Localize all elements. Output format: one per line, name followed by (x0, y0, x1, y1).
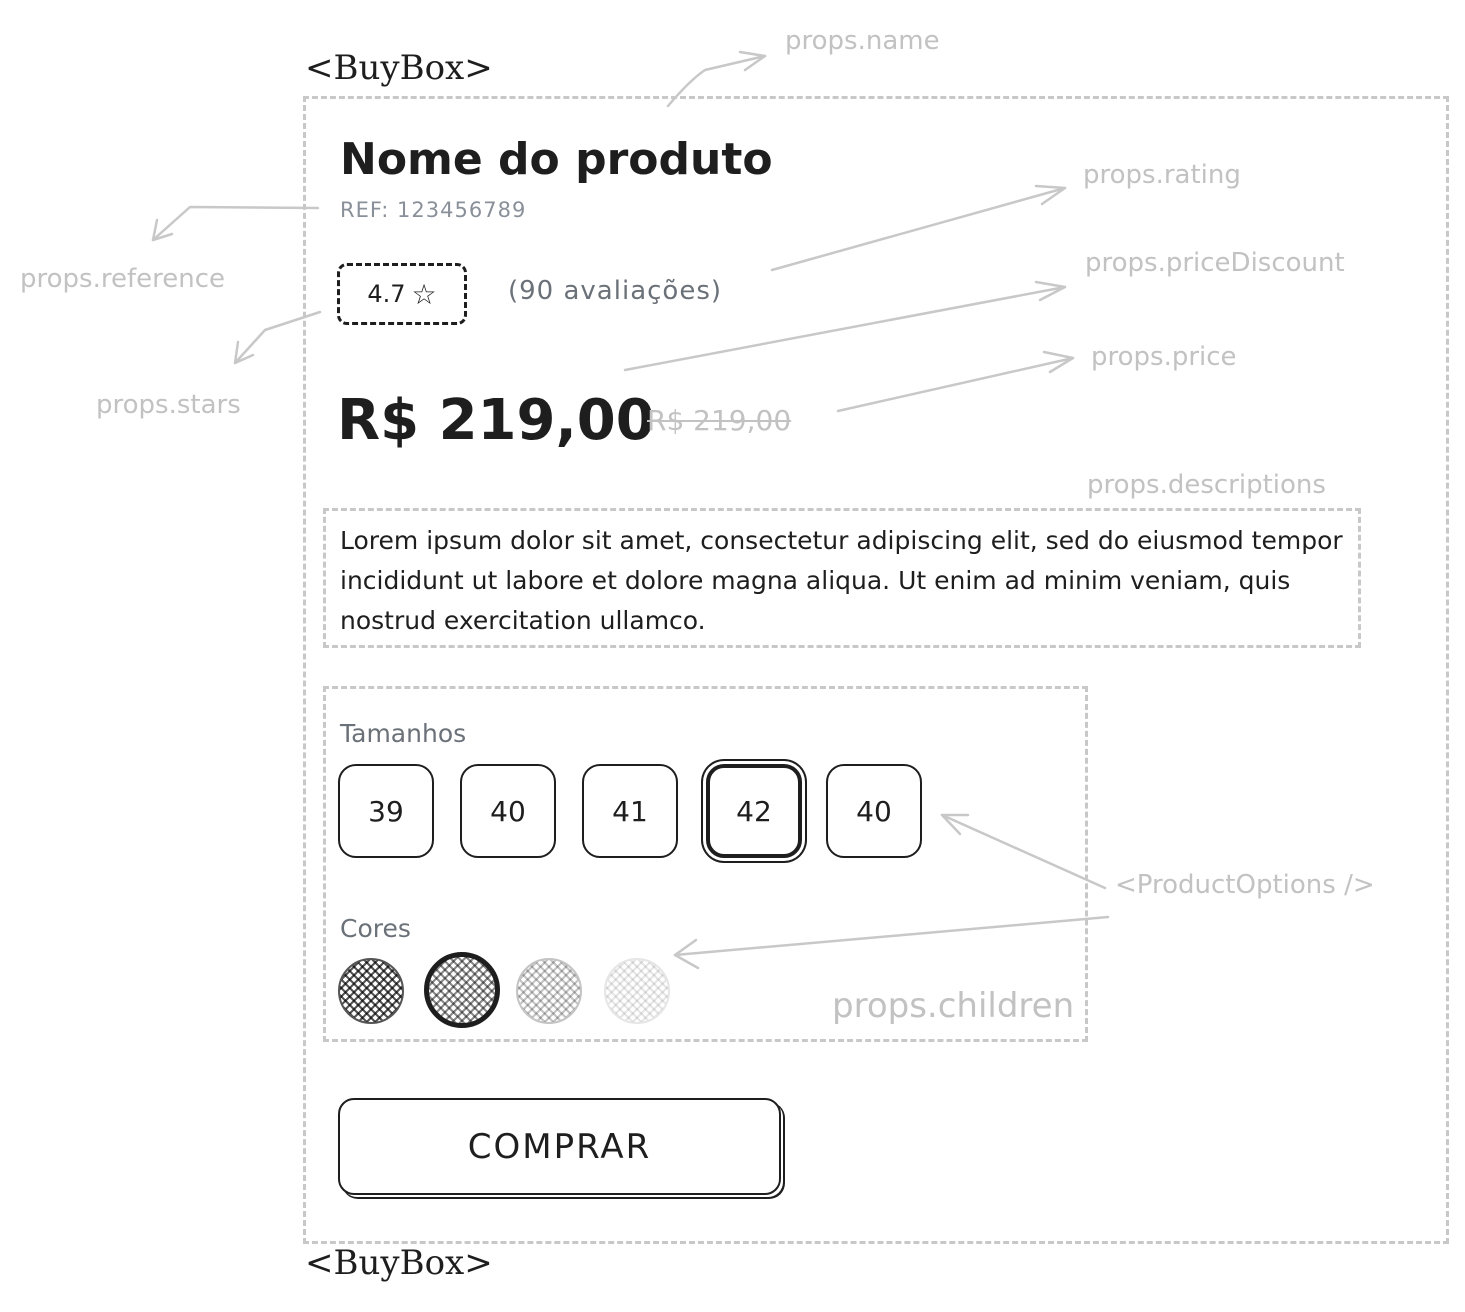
buybox-open-tag: <BuyBox> (305, 48, 493, 88)
annotation-children: props.children (832, 986, 1075, 1026)
color-swatch[interactable] (424, 952, 500, 1028)
product-description: Lorem ipsum dolor sit amet, consectetur … (340, 526, 1343, 635)
size-option[interactable]: 41 (582, 764, 678, 858)
size-option[interactable]: 42 (706, 764, 802, 858)
color-options (336, 950, 696, 1036)
annotation-product-options: <ProductOptions /> (1115, 870, 1375, 900)
product-options-frame (323, 686, 1088, 1042)
star-icon: ☆ (411, 277, 437, 311)
product-name: Nome do produto (340, 134, 773, 185)
buybox-close-tag: <BuyBox> (305, 1243, 493, 1283)
rating-value: 4.7 (367, 280, 406, 308)
product-price-discount: R$ 219,00 (647, 404, 792, 437)
review-count: (90 avaliações) (508, 276, 723, 306)
annotation-name: props.name (785, 26, 940, 56)
size-option[interactable]: 40 (460, 764, 556, 858)
rating-stars: 4.7 ☆ (337, 263, 467, 325)
colors-label: Cores (340, 914, 411, 943)
annotation-descriptions: props.descriptions (1087, 470, 1326, 500)
product-reference: REF: 123456789 (340, 198, 527, 222)
color-swatch[interactable] (338, 958, 404, 1024)
annotation-rating: props.rating (1083, 160, 1241, 190)
description-frame (323, 508, 1361, 648)
size-option[interactable]: 40 (826, 764, 922, 858)
buy-button[interactable]: COMPRAR (338, 1098, 781, 1195)
buybox-frame (303, 96, 1449, 1244)
sizes-label: Tamanhos (340, 719, 467, 748)
annotation-price-discount: props.priceDiscount (1085, 248, 1345, 278)
annotation-reference: props.reference (20, 264, 225, 294)
size-option[interactable]: 39 (338, 764, 434, 858)
buy-button-label: COMPRAR (467, 1126, 652, 1167)
color-swatch[interactable] (516, 958, 582, 1024)
size-options: 39 40 41 42 40 (338, 762, 938, 862)
product-price: R$ 219,00 (337, 388, 655, 453)
color-swatch[interactable] (604, 958, 670, 1024)
annotation-stars: props.stars (96, 390, 241, 420)
annotation-price: props.price (1091, 342, 1237, 372)
